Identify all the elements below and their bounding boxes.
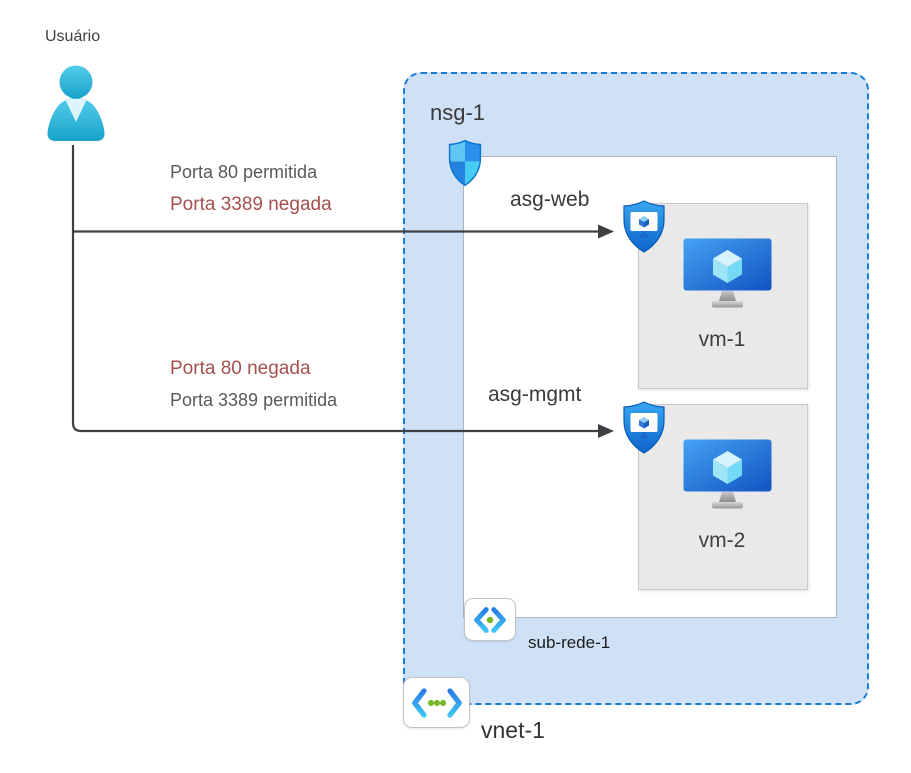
nsg-label: nsg-1 <box>430 100 486 125</box>
vnet-label: vnet-1 <box>481 717 545 743</box>
subnet-icon <box>464 598 516 641</box>
asg-web-shield-icon <box>620 199 668 255</box>
user-person-icon <box>40 62 112 144</box>
subnet-label: sub-rede-1 <box>528 633 611 652</box>
flow1-port3389-label: Porta 3389 negada <box>170 194 332 215</box>
vm1-virtual-machine-icon <box>683 238 773 313</box>
nsg-shield-icon <box>446 139 484 187</box>
virtual-network-icon <box>403 677 470 728</box>
user-label: Usuário <box>45 28 101 45</box>
flow2-port80-label: Porta 80 negada <box>170 358 311 379</box>
asg-web-label: asg-web <box>510 188 590 211</box>
flow1-port80-label: Porta 80 permitida <box>170 162 318 182</box>
vm2-label: vm-2 <box>698 529 746 552</box>
vm1-label: vm-1 <box>698 328 746 351</box>
vm2-virtual-machine-icon <box>683 439 773 514</box>
asg-mgmt-shield-icon <box>620 400 668 456</box>
asg-mgmt-label: asg-mgmt <box>488 383 582 406</box>
flow2-port3389-label: Porta 3389 permitida <box>170 390 338 410</box>
